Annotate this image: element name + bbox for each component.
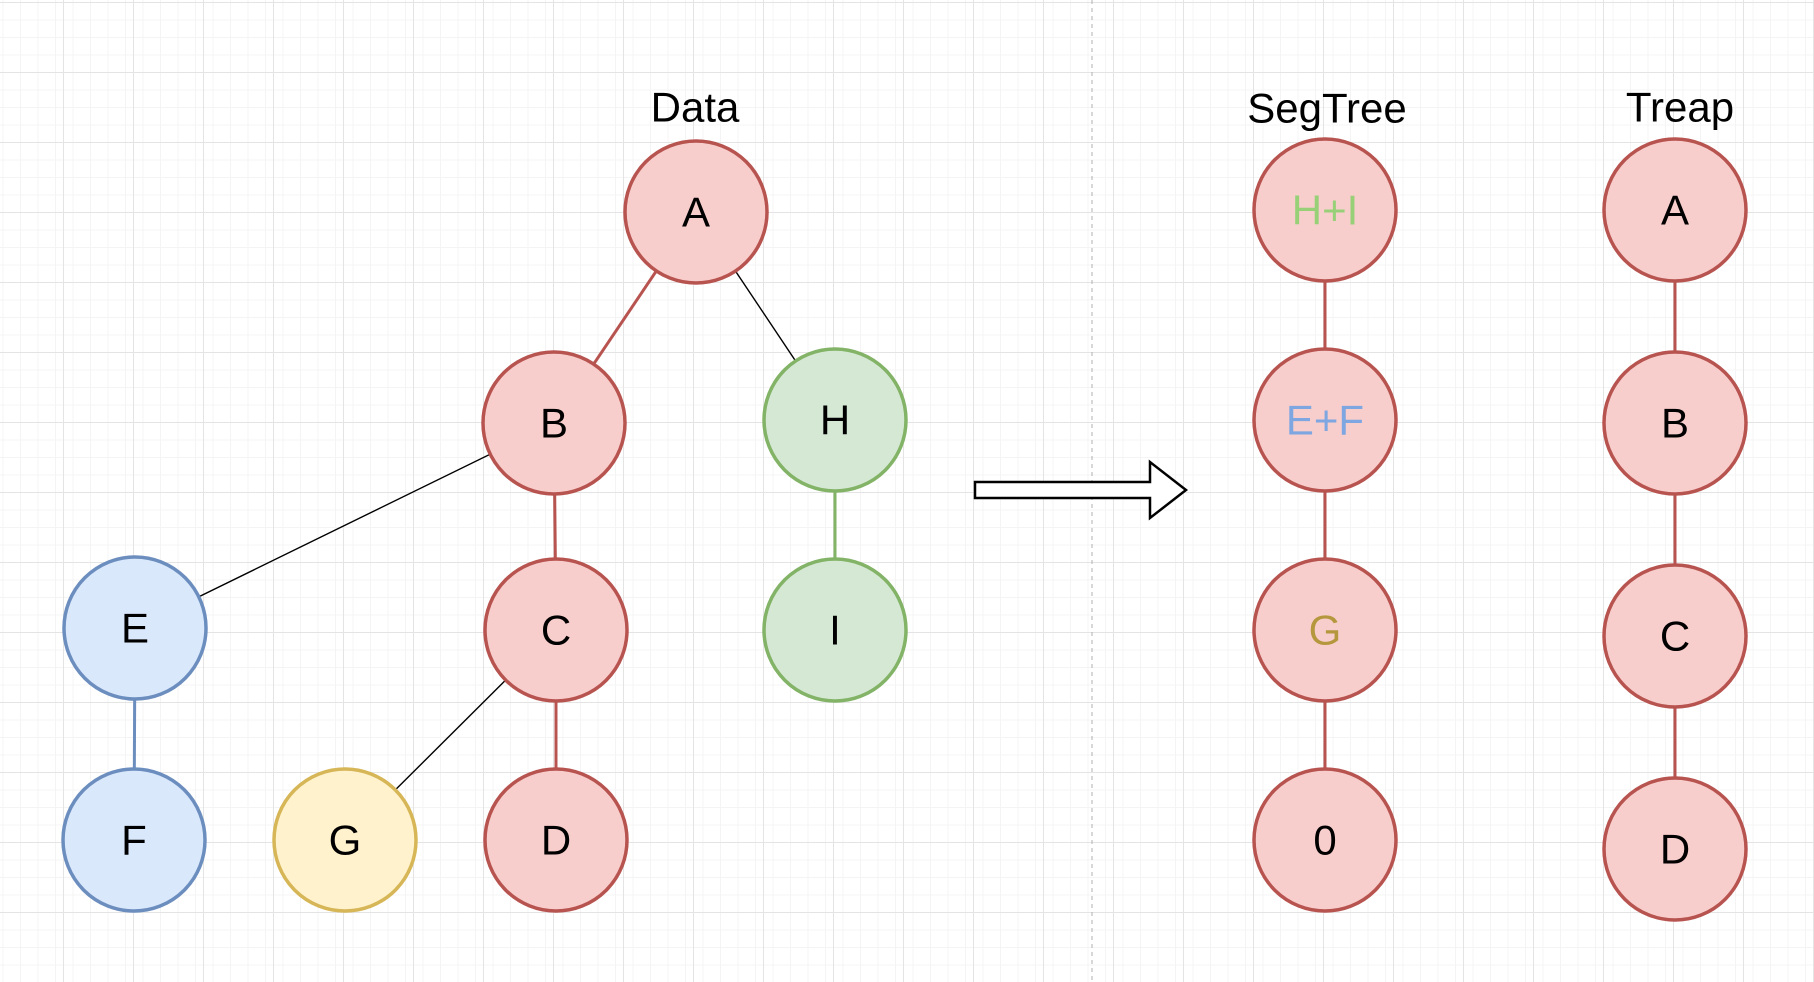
node-segtree-1[interactable]: E+F: [1252, 347, 1398, 493]
node-segtree-1-label: E+F: [1286, 397, 1364, 444]
node-treap-1[interactable]: B: [1602, 350, 1748, 496]
node-data-i-label: I: [829, 607, 841, 654]
node-segtree-3[interactable]: 0: [1252, 767, 1398, 913]
node-treap-2-label: C: [1660, 613, 1690, 660]
treap-title[interactable]: Treap: [1626, 84, 1734, 131]
node-data-d[interactable]: D: [483, 767, 629, 913]
node-data-c-circle[interactable]: [483, 557, 629, 703]
node-data-d-label: D: [541, 817, 571, 864]
node-treap-0-label: A: [1661, 187, 1689, 234]
node-data-e[interactable]: E: [62, 555, 208, 701]
data-tree-title[interactable]: Data: [651, 84, 740, 131]
node-treap-2[interactable]: C: [1602, 563, 1748, 709]
node-segtree-2-circle[interactable]: [1252, 557, 1398, 703]
node-treap-3-label: D: [1660, 826, 1690, 873]
node-data-h-circle[interactable]: [762, 347, 908, 493]
node-data-c-label: C: [541, 607, 571, 654]
node-data-f-label: F: [121, 817, 147, 864]
node-data-a[interactable]: A: [623, 139, 769, 285]
node-segtree-1-circle[interactable]: [1252, 347, 1398, 493]
node-data-b-circle[interactable]: [481, 350, 627, 496]
node-data-g-circle[interactable]: [272, 767, 418, 913]
node-data-a-label: A: [682, 189, 710, 236]
node-treap-1-label: B: [1661, 400, 1689, 447]
node-segtree-2-label: G: [1309, 607, 1342, 654]
edge-b-e[interactable]: [134, 422, 555, 629]
node-data-i-circle[interactable]: [762, 557, 908, 703]
node-segtree-3-label: 0: [1313, 817, 1336, 864]
node-treap-3-circle[interactable]: [1602, 776, 1748, 922]
node-segtree-0[interactable]: H+I: [1252, 137, 1398, 283]
node-segtree-3-circle[interactable]: [1252, 767, 1398, 913]
node-treap-1-circle[interactable]: [1602, 350, 1748, 496]
node-data-f[interactable]: F: [61, 767, 207, 913]
node-treap-0-circle[interactable]: [1602, 137, 1748, 283]
node-segtree-2[interactable]: G: [1252, 557, 1398, 703]
node-data-a-circle[interactable]: [623, 139, 769, 285]
node-data-c[interactable]: C: [483, 557, 629, 703]
node-segtree-0-circle[interactable]: [1252, 137, 1398, 283]
segtree-title[interactable]: SegTree: [1247, 85, 1407, 132]
node-treap-2-circle[interactable]: [1602, 563, 1748, 709]
node-data-h[interactable]: H: [762, 347, 908, 493]
node-data-e-circle[interactable]: [62, 555, 208, 701]
node-segtree-0-label: H+I: [1292, 187, 1359, 234]
node-data-g[interactable]: G: [272, 767, 418, 913]
node-data-b[interactable]: B: [481, 350, 627, 496]
node-data-h-label: H: [820, 397, 850, 444]
node-treap-3[interactable]: D: [1602, 776, 1748, 922]
node-data-g-label: G: [329, 817, 362, 864]
node-data-b-label: B: [540, 400, 568, 447]
right-arrow[interactable]: [973, 459, 1189, 521]
node-data-f-circle[interactable]: [61, 767, 207, 913]
node-data-e-label: E: [121, 605, 149, 652]
node-data-i[interactable]: I: [762, 557, 908, 703]
node-treap-0[interactable]: A: [1602, 137, 1748, 283]
node-data-d-circle[interactable]: [483, 767, 629, 913]
